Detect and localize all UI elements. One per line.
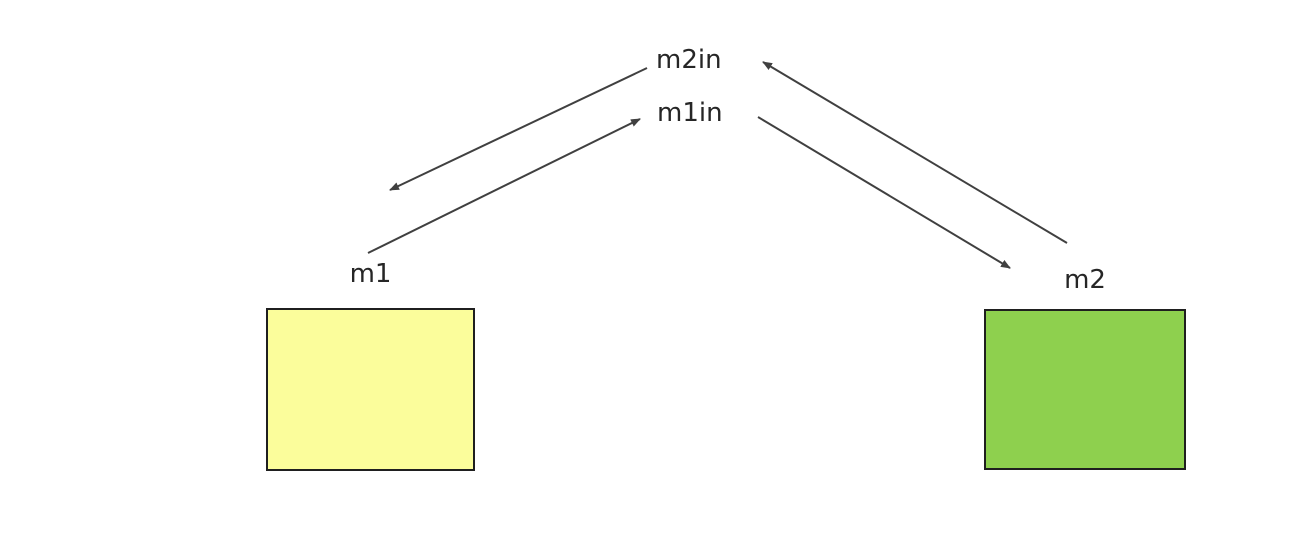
m1-box [266, 308, 475, 471]
arrow-m2-to-m2in [762, 61, 1068, 244]
arrow-m2in-to-m1 [389, 67, 648, 191]
arrow-m1-to-m1in [367, 118, 641, 254]
node-label-m2: m2 [1064, 265, 1106, 295]
port-label-m2in: m2in [656, 45, 722, 75]
arrow-m1in-to-m2 [757, 116, 1011, 269]
port-label-m1in: m1in [657, 98, 723, 128]
m2-box [984, 309, 1186, 470]
node-label-m1: m1 [349, 259, 392, 289]
